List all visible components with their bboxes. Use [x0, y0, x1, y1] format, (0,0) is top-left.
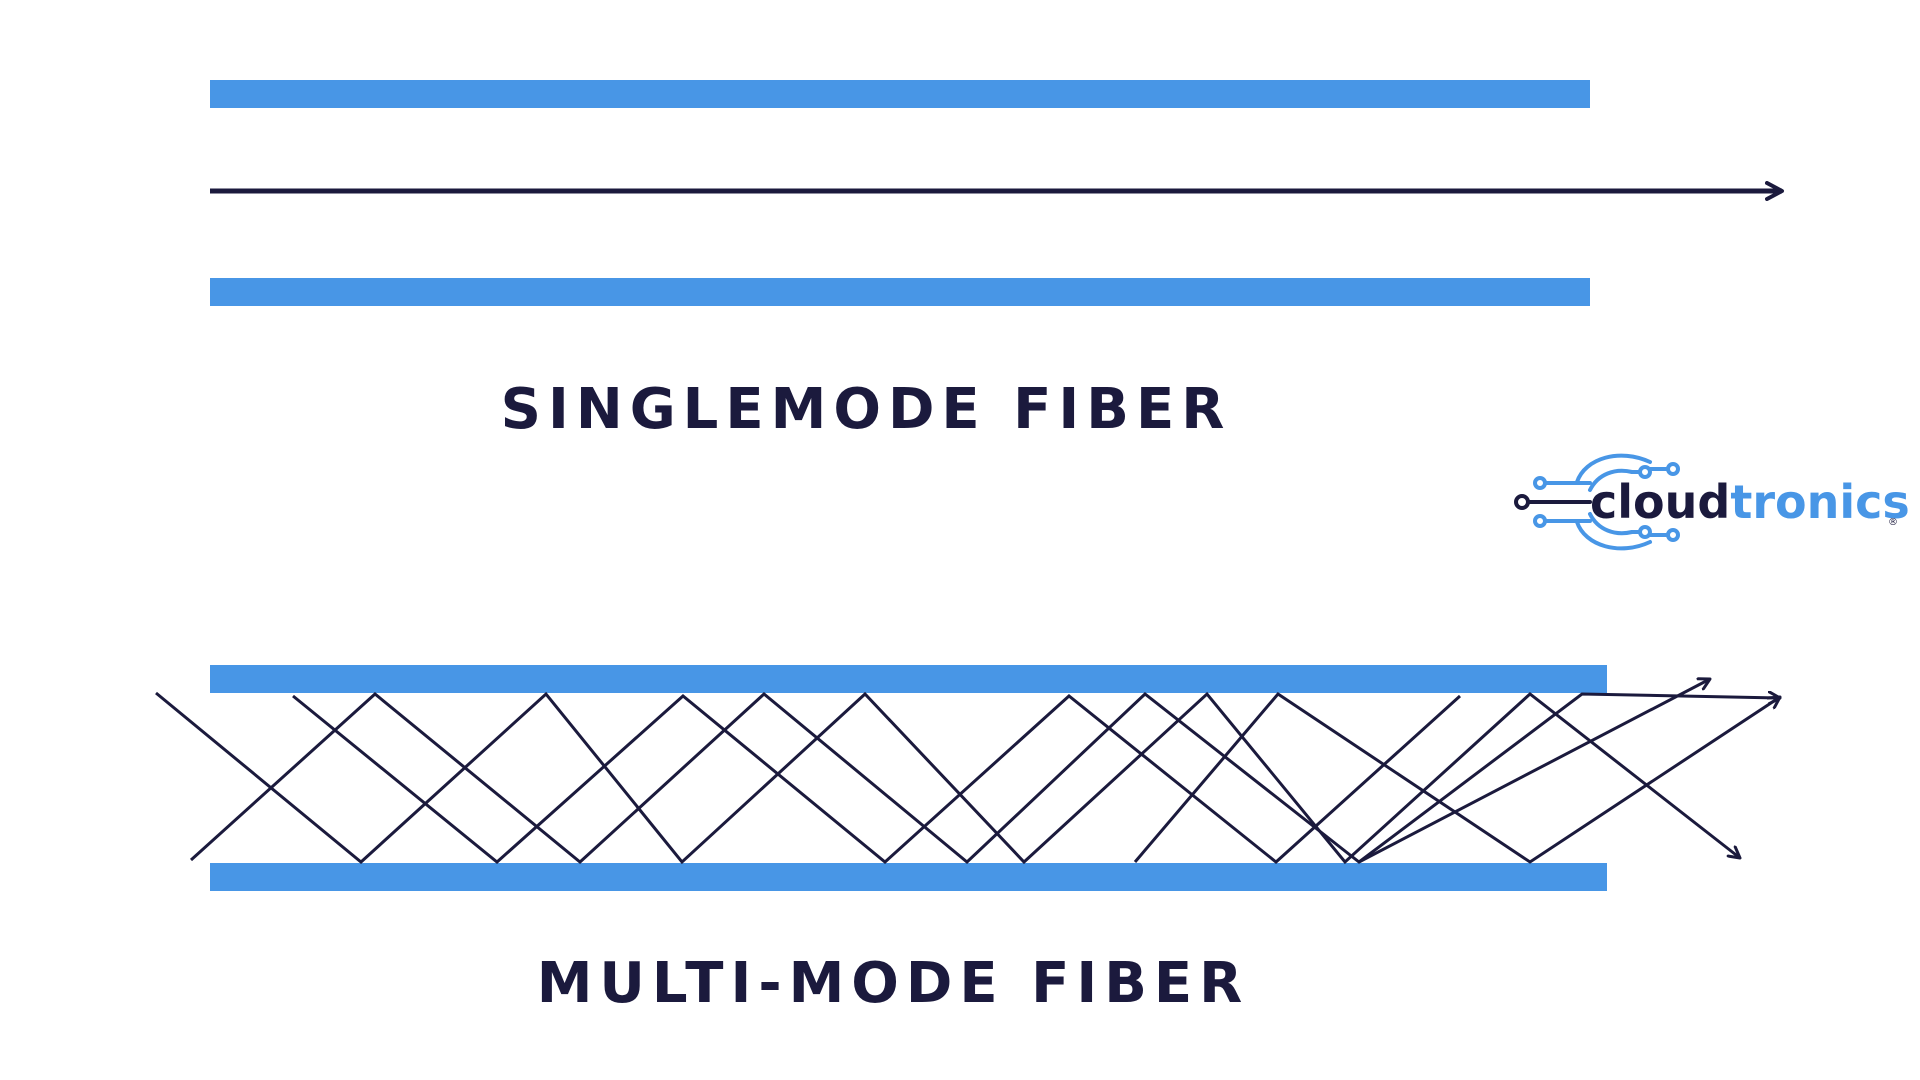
cloudtronics-logo: cloudtronics ®	[1514, 453, 1910, 551]
multimode-cladding-bottom	[210, 863, 1607, 891]
multimode-light-ray-3	[292, 694, 1462, 864]
multimode-light-ray-4	[1133, 692, 1780, 864]
singlemode-cladding-bottom	[210, 278, 1590, 306]
circuit-cloud-icon	[1533, 453, 1680, 551]
singlemode-title: SINGLEMODE FIBER	[501, 377, 1232, 442]
logo-text-tronics: tronics	[1730, 475, 1909, 529]
multimode-fiber: MULTI-MODE FIBER	[155, 665, 1780, 1016]
multimode-light-ray-5	[1358, 679, 1710, 864]
multimode-cladding-top	[210, 665, 1607, 693]
multimode-light-ray-2	[189, 694, 1780, 865]
logo-text-cloud: cloud	[1590, 475, 1730, 529]
logo-registered-mark: ®	[1888, 517, 1898, 528]
singlemode-fiber: SINGLEMODE FIBER	[210, 80, 1784, 442]
multimode-title: MULTI-MODE FIBER	[537, 951, 1250, 1016]
logo-main-trace	[1514, 494, 1592, 510]
multimode-light-ray-1	[155, 691, 1740, 865]
logo-text: cloudtronics	[1590, 475, 1910, 529]
singlemode-cladding-top	[210, 80, 1590, 108]
